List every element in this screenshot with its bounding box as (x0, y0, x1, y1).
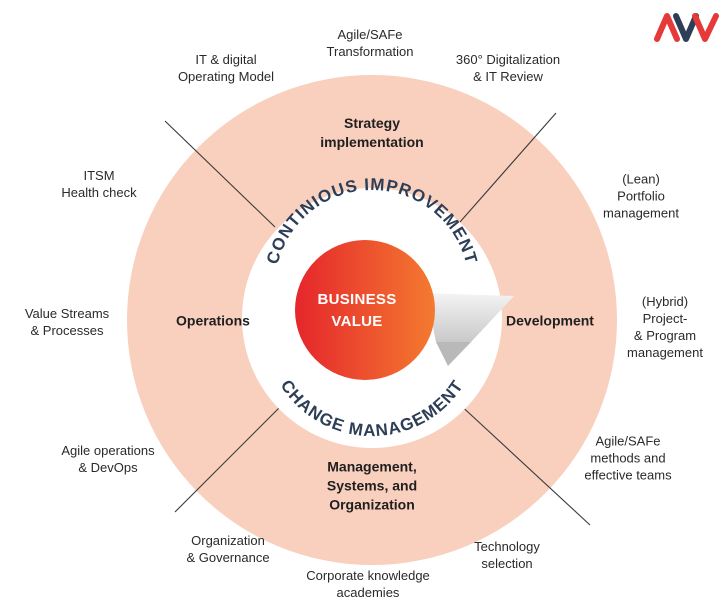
section-development: Development (506, 312, 594, 329)
divider-top-left (164, 120, 276, 228)
label-organization-governance: Organization & Governance (186, 533, 270, 565)
section-management-systems-organization: Management, Systems, and Organization (326, 458, 418, 513)
label-agile-operations-devops: Agile operations & DevOps (61, 443, 155, 475)
divider-top-right (459, 112, 557, 223)
section-strategy-implementation: Strategy implementation (320, 115, 424, 150)
cycle-arrow (426, 293, 514, 342)
divider-bottom-right (455, 400, 591, 526)
label-value-streams-processes: Value Streams & Processes (24, 306, 110, 338)
label-it-digital-operating-model: IT & digital Operating Model (177, 52, 275, 84)
label-lean-portfolio-management: (Lean) Portfolio management (603, 171, 679, 221)
label-agile-safe-transformation: Agile/SAFe Transformation (326, 27, 414, 59)
divider-lines (164, 112, 591, 526)
section-operations: Operations (176, 312, 250, 329)
company-logo (654, 13, 719, 42)
business-value-label: BUSINESS VALUE (317, 291, 397, 330)
label-itsm-health-check: ITSM Health check (61, 168, 137, 200)
divider-bottom-left (174, 404, 283, 513)
label-hybrid-project-program-management: (Hybrid) Project- & Program management (627, 294, 703, 360)
cycle-arrow-shade (436, 342, 471, 366)
label-agile-safe-methods-effective-teams: Agile/SAFe methods and effective teams (584, 433, 672, 483)
label-360-digitalization-it-review: 360° Digitalization & IT Review (455, 52, 561, 84)
label-corporate-knowledge-academies: Corporate knowledge academies (306, 568, 430, 600)
business-value-core (295, 240, 435, 380)
label-technology-selection: Technology selection (474, 539, 540, 571)
